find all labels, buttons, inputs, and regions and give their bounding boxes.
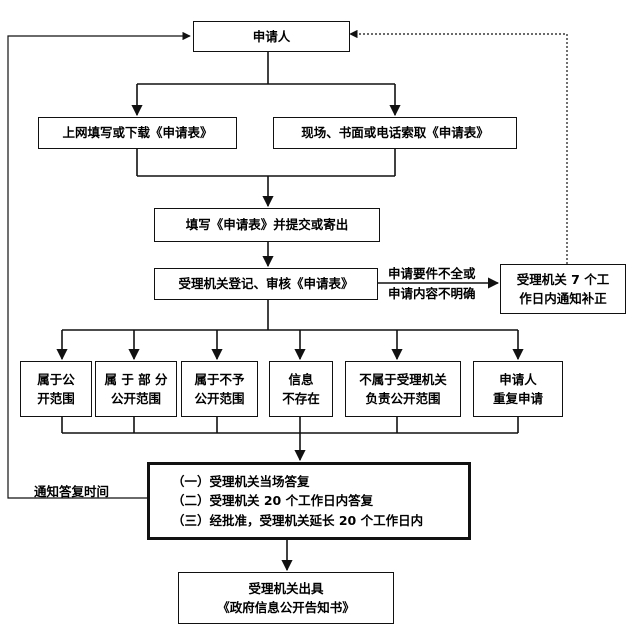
category-3-line-2: 公开范围	[194, 391, 245, 406]
category-box-4: 信息不存在	[269, 361, 333, 417]
category-box-2: 属 于 部 分公开范围	[95, 361, 177, 417]
category-2-line-2: 公开范围	[110, 391, 161, 406]
register-box: 受理机关登记、审核《申请表》	[154, 268, 378, 300]
onsite-form-text: 现场、书面或电话索取《申请表》	[301, 125, 489, 141]
category-box-5: 不属于受理机关负责公开范围	[345, 361, 461, 417]
notify-reply-time-line	[7, 31, 191, 499]
category-box-1: 属于公开范围	[20, 361, 92, 417]
category-6-line-2: 重复申请	[492, 391, 543, 406]
onsite-form-box: 现场、书面或电话索取《申请表》	[273, 117, 517, 149]
incomplete-note-line-2: 申请内容不明确	[388, 286, 476, 301]
register-text: 受理机关登记、审核《申请表》	[178, 276, 354, 292]
issue-box: 受理机关出具 《政府信息公开告知书》	[178, 572, 394, 624]
online-form-text: 上网填写或下载《申请表》	[62, 125, 213, 141]
category-5-line-2: 负责公开范围	[365, 391, 441, 406]
notify-reply-time-text: 通知答复时间	[34, 484, 110, 499]
reply-options-box: （一）受理机关当场答复 （二）受理机关 20 个工作日内答复 （三）经批准，受理…	[147, 462, 471, 540]
applicant-text: 申请人	[252, 28, 291, 44]
notify-reply-time-label: 通知答复时间	[34, 482, 109, 502]
category-5-line-1: 不属于受理机关	[359, 371, 447, 387]
category-box-6: 申请人重复申请	[473, 361, 563, 417]
submit-text: 填写《申请表》并提交或寄出	[185, 217, 349, 233]
submit-box: 填写《申请表》并提交或寄出	[154, 208, 380, 242]
category-1-line-2: 开范围	[37, 391, 75, 406]
supplement-return-line	[349, 29, 568, 264]
supplement-line-2: 作日内通知补正	[519, 291, 607, 306]
category-1-line-1: 属于公	[37, 371, 75, 387]
category-2-line-1: 属 于 部 分	[104, 371, 168, 387]
reply-option-3: （三）经批准，受理机关延长 20 个工作日内	[172, 512, 424, 528]
reply-option-1: （一）受理机关当场答复	[172, 473, 310, 489]
category-3-line-1: 属于不予	[194, 371, 245, 387]
online-form-box: 上网填写或下载《申请表》	[38, 117, 237, 149]
supplement-line-1: 受理机关 7 个工	[516, 271, 610, 287]
applicant-box: 申请人	[193, 21, 350, 52]
category-box-3: 属于不予公开范围	[181, 361, 258, 417]
incomplete-note-line-1: 申请要件不全或	[388, 266, 476, 281]
reply-option-2: （二）受理机关 20 个工作日内答复	[172, 493, 374, 509]
issue-line-2: 《政府信息公开告知书》	[217, 600, 355, 615]
issue-line-1: 受理机关出具	[248, 580, 324, 596]
category-6-line-1: 申请人	[499, 371, 537, 387]
incomplete-note: 申请要件不全或 申请内容不明确	[388, 264, 476, 304]
category-4-line-2: 不存在	[282, 391, 320, 406]
supplement-box: 受理机关 7 个工 作日内通知补正	[500, 264, 626, 314]
category-4-line-1: 信息	[288, 371, 314, 387]
